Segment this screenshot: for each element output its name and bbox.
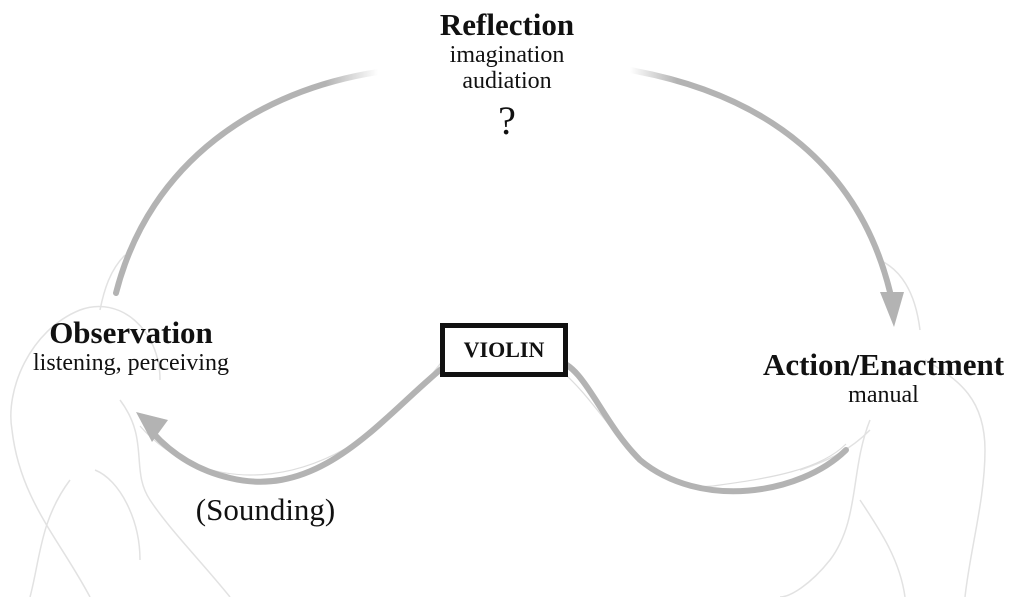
- arrowhead-action: [880, 292, 904, 327]
- observation-subtitle: listening, perceiving: [33, 350, 229, 377]
- reflection-imagination: imagination: [449, 42, 565, 69]
- sounding-label: (Sounding): [195, 492, 336, 527]
- observation-title: Observation: [49, 315, 213, 350]
- violin-label: VIOLIN: [463, 337, 545, 362]
- question-mark: ?: [498, 97, 516, 143]
- violin-box: VIOLIN: [440, 323, 568, 377]
- action-title: Action/Enactment: [762, 347, 1005, 382]
- observation-node: Observation listening, perceiving: [0, 315, 262, 377]
- left-figure-outline: [10, 254, 231, 597]
- reflection-title: Reflection: [439, 7, 575, 42]
- reflection-audiation: audiation: [462, 68, 552, 95]
- action-subtitle: manual: [848, 382, 919, 409]
- reflection-node: Reflection imagination audiation ?: [357, 7, 657, 143]
- arc-observation-to-reflection: [113, 69, 381, 296]
- arrowhead-observation: [136, 412, 168, 442]
- right-figure-outline: [779, 259, 986, 597]
- action-node: Action/Enactment manual: [740, 347, 1027, 409]
- arc-reflection-to-action: [627, 67, 893, 295]
